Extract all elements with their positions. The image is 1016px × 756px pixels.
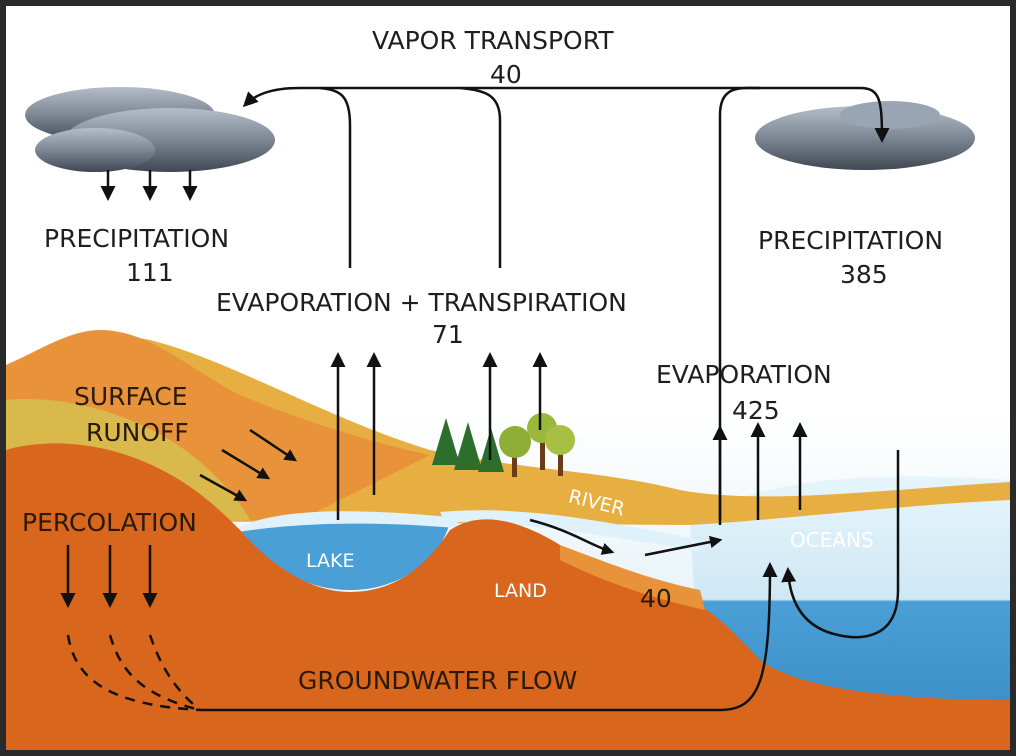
river-flow-value: 40 — [640, 584, 672, 613]
cloud-left — [25, 87, 275, 172]
ocean — [690, 476, 1010, 700]
lake — [238, 515, 450, 590]
evapotranspiration-value: 71 — [432, 320, 464, 349]
precipitation-ocean-value: 385 — [840, 260, 888, 289]
evaporation-ocean-value: 425 — [732, 396, 780, 425]
lake-label: LAKE — [306, 550, 355, 572]
land-foreground — [6, 443, 1010, 750]
evapotranspiration-label: EVAPORATION + TRANSPIRATION — [216, 288, 627, 317]
cloud-right — [755, 101, 975, 170]
precipitation-land-value: 111 — [126, 258, 174, 287]
vapor-transport-value: 40 — [490, 60, 522, 89]
oceans-label: OCEANS — [790, 528, 874, 552]
precipitation-ocean-label: PRECIPITATION — [758, 226, 944, 255]
percolation-label: PERCOLATION — [22, 508, 197, 537]
vapor-transport-left-arrow — [242, 86, 760, 108]
land-label: LAND — [494, 580, 547, 602]
vapor-transport-label: VAPOR TRANSPORT — [372, 26, 614, 55]
river — [440, 510, 700, 552]
groundwater-flow-label: GROUNDWATER FLOW — [298, 666, 578, 695]
surface-runoff-label-line2: RUNOFF — [86, 418, 189, 447]
coast-strip — [560, 545, 705, 610]
evaporation-ocean-label: EVAPORATION — [656, 360, 832, 389]
surface-runoff-label-line1: SURFACE — [74, 382, 188, 411]
lake-ice — [238, 511, 460, 532]
arrows — [60, 86, 900, 712]
precipitation-land-label: PRECIPITATION — [44, 224, 230, 253]
